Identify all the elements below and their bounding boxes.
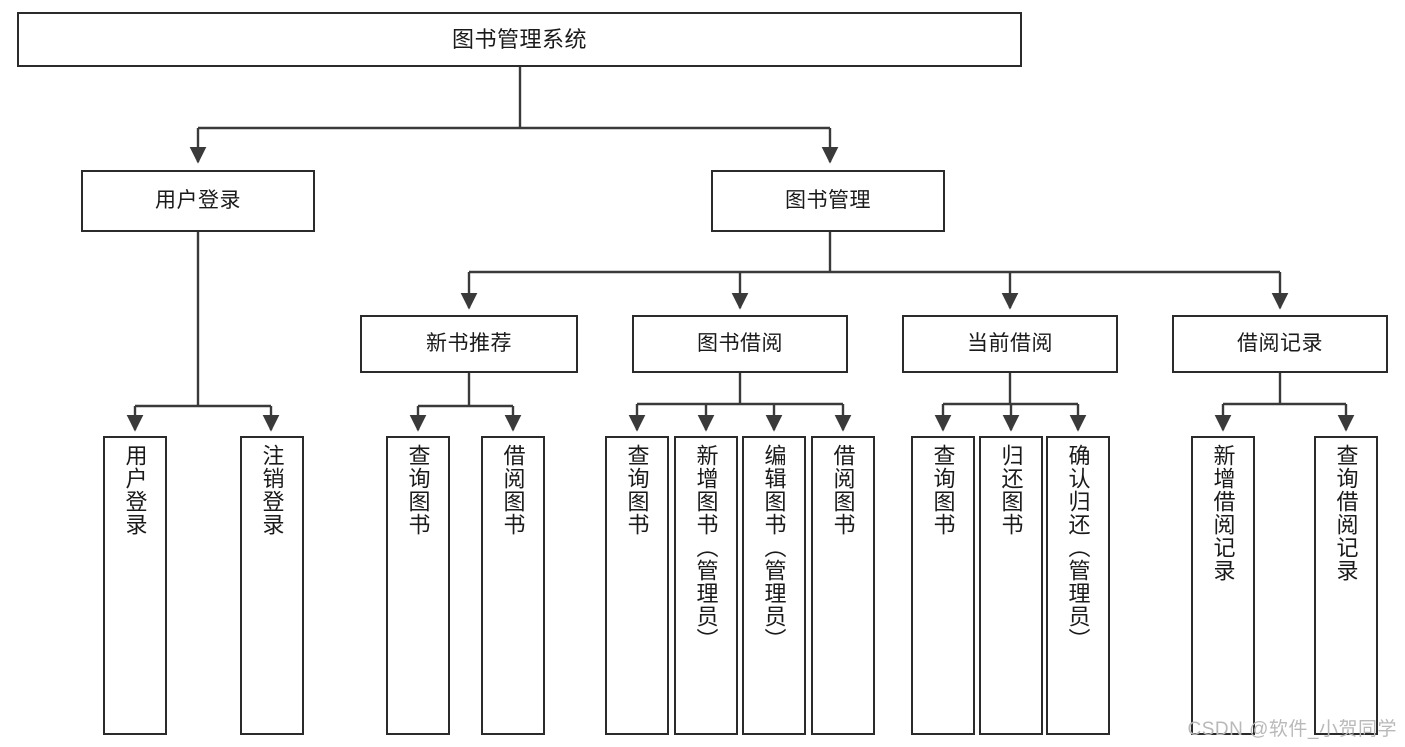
node-label: 新增图书（管理员） [693, 444, 719, 651]
node-label: 图书管理 [785, 188, 871, 212]
node-book-management[interactable]: 图书管理 [711, 170, 945, 232]
node-user-login[interactable]: 用户登录 [81, 170, 315, 232]
node-label: 新增借阅记录 [1210, 444, 1236, 582]
leaf-current-confirm-return-admin[interactable]: 确认归还（管理员） [1046, 436, 1110, 735]
node-label: 注销登录 [259, 444, 285, 536]
node-label: 图书借阅 [697, 331, 783, 355]
leaf-recommend-borrow-book[interactable]: 借阅图书 [481, 436, 545, 735]
node-borrow-record[interactable]: 借阅记录 [1172, 315, 1388, 373]
leaf-recommend-query-book[interactable]: 查询图书 [386, 436, 450, 735]
leaf-borrow-query-book[interactable]: 查询图书 [605, 436, 669, 735]
node-new-book-recommend[interactable]: 新书推荐 [360, 315, 578, 373]
node-root-system[interactable]: 图书管理系统 [17, 12, 1022, 67]
leaf-record-add-record[interactable]: 新增借阅记录 [1191, 436, 1255, 735]
node-label: 查询借阅记录 [1333, 444, 1359, 582]
node-label: 查询图书 [624, 444, 650, 536]
node-label: 用户登录 [155, 188, 241, 212]
leaf-user-login-login[interactable]: 用户登录 [103, 436, 167, 735]
node-label: 借阅图书 [830, 444, 856, 536]
node-label: 查询图书 [405, 444, 431, 536]
leaf-current-return-book[interactable]: 归还图书 [979, 436, 1043, 735]
node-label: 用户登录 [122, 444, 148, 536]
leaf-record-query-record[interactable]: 查询借阅记录 [1314, 436, 1378, 735]
leaf-borrow-borrow-book[interactable]: 借阅图书 [811, 436, 875, 735]
watermark-text: CSDN @软件_小贺同学 [1187, 719, 1397, 740]
node-book-borrow[interactable]: 图书借阅 [632, 315, 848, 373]
leaf-current-query-book[interactable]: 查询图书 [911, 436, 975, 735]
node-label: 新书推荐 [426, 331, 512, 355]
node-label: 图书管理系统 [451, 26, 587, 52]
node-label: 编辑图书（管理员） [761, 444, 787, 651]
node-current-borrow[interactable]: 当前借阅 [902, 315, 1118, 373]
leaf-borrow-add-book-admin[interactable]: 新增图书（管理员） [674, 436, 738, 735]
node-label: 归还图书 [998, 444, 1024, 536]
node-label: 当前借阅 [967, 331, 1053, 355]
node-label: 查询图书 [930, 444, 956, 536]
node-label: 借阅图书 [500, 444, 526, 536]
node-label: 借阅记录 [1237, 331, 1323, 355]
node-label: 确认归还（管理员） [1065, 444, 1091, 651]
leaf-borrow-edit-book-admin[interactable]: 编辑图书（管理员） [742, 436, 806, 735]
leaf-user-login-logout[interactable]: 注销登录 [240, 436, 304, 735]
